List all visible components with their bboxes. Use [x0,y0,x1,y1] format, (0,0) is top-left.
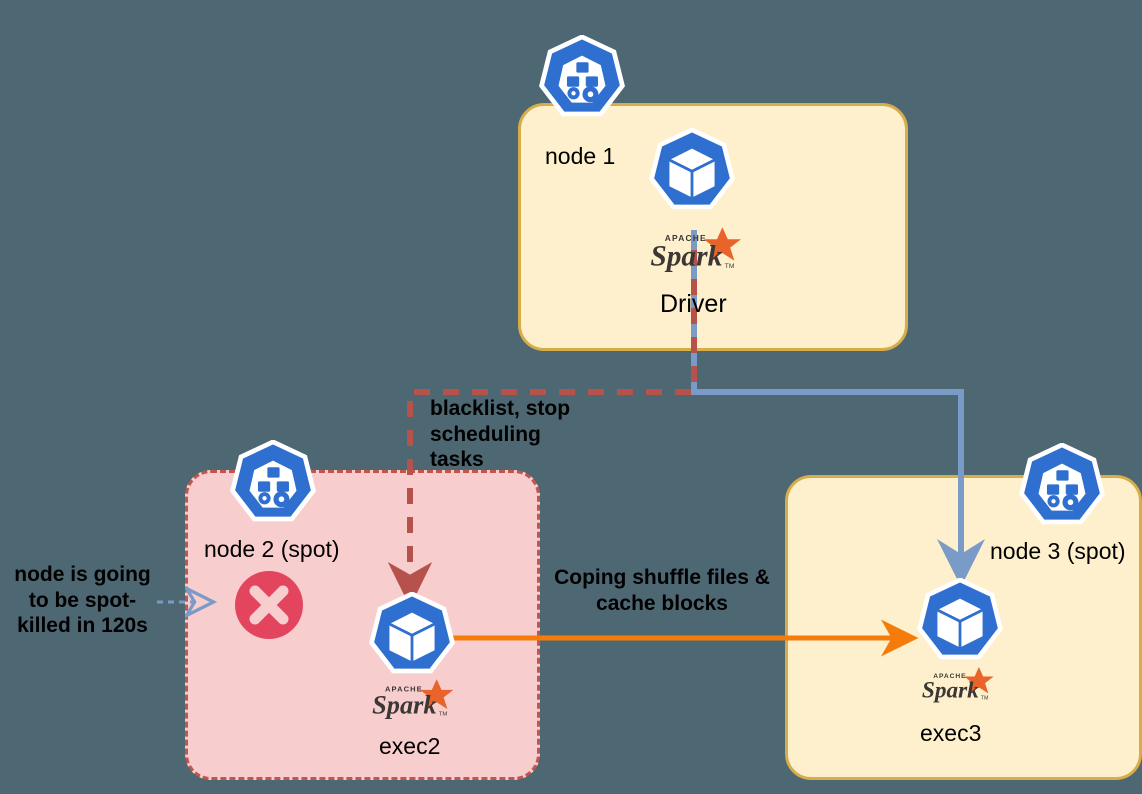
container-cube-icon-exec3 [913,577,1007,672]
svg-text:TM: TM [439,712,448,718]
svg-text:TM: TM [981,695,989,701]
container-cube-icon-driver [645,127,739,222]
kubernetes-icon-node2 [226,439,320,534]
node3-label: node 3 (spot) [990,538,1126,564]
x-circle-icon-node2 [232,568,306,642]
exec2-label: exec2 [379,733,441,759]
kubernetes-icon-node1 [535,34,629,129]
apache-spark-logo-driver: APACHE Spark TM [648,226,744,274]
node1-label: node 1 [545,143,616,169]
kubernetes-icon-node3 [1015,442,1109,537]
apache-spark-logo-exec2: APACHE Spark TM [370,678,456,721]
svg-text:TM: TM [725,263,735,270]
container-cube-icon-exec2 [365,591,459,686]
driver-label: Driver [660,290,727,318]
svg-text:Spark: Spark [922,677,979,703]
svg-text:APACHE: APACHE [385,684,423,693]
node2-label: node 2 (spot) [204,536,340,562]
svg-text:APACHE: APACHE [933,673,966,680]
apache-spark-logo-exec3: APACHE Spark TM [920,666,996,704]
annotation-copy-shuffle: Coping shuffle files & cache blocks [554,566,770,615]
svg-text:APACHE: APACHE [665,233,707,243]
svg-text:Spark: Spark [650,241,722,273]
exec3-label: exec3 [920,720,982,746]
annotation-spot-kill-notice: node is going to be spot- killed in 120s [14,563,151,638]
svg-text:Spark: Spark [372,690,436,719]
annotation-blacklist: blacklist, stop scheduling tasks [430,397,571,472]
